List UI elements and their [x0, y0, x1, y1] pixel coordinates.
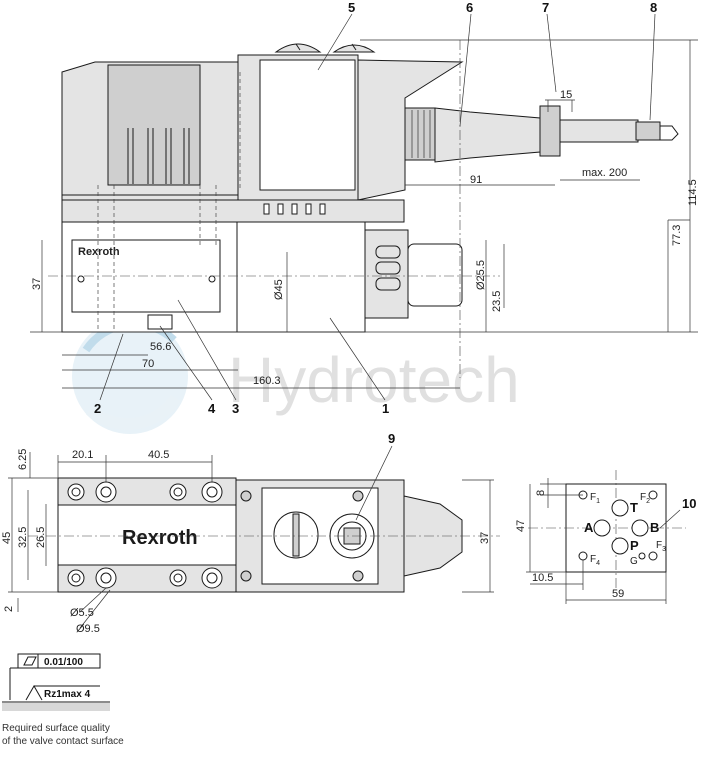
plug-screw — [147, 314, 173, 330]
port-a-label: A — [584, 520, 594, 535]
hidden-lines — [97, 72, 241, 330]
position-number-7: 7 — [542, 0, 549, 15]
dim-23-5: 23.5 — [491, 291, 503, 312]
position-number-5: 5 — [348, 0, 355, 15]
solenoid-nut — [364, 229, 409, 319]
housing-fins — [127, 128, 190, 184]
position-number-6: 6 — [466, 0, 473, 15]
position-number-10: 10 — [682, 496, 696, 511]
connector-plug — [404, 107, 436, 161]
watermark-text: Hydrotech — [228, 344, 520, 416]
leader-lines — [99, 13, 656, 401]
dim-56-6: 56.6 — [150, 341, 171, 353]
dim-d5-5: Ø5.5 — [70, 607, 94, 619]
contact-surface-hatch — [2, 703, 110, 711]
dim-20-1: 20.1 — [72, 449, 93, 461]
position-number-9: 9 — [388, 431, 395, 446]
position-number-3: 3 — [232, 401, 239, 416]
nut-ribs — [375, 245, 401, 291]
cable — [559, 119, 639, 143]
cap-screw-right — [332, 44, 376, 53]
solenoid-cap — [407, 243, 463, 307]
watermark: Hydrotech — [72, 318, 520, 434]
roughness-value: Rz1max 4 — [44, 689, 91, 700]
adjust-screw-slot — [292, 513, 300, 557]
dim-d45: Ø45 — [273, 279, 285, 300]
flatness-icon — [23, 656, 37, 666]
roughness-icon — [25, 684, 43, 701]
dim-32-5: 32.5 — [17, 527, 29, 548]
dim-45: 45 — [1, 532, 13, 544]
top-view: Rexroth — [30, 0, 699, 416]
cable-socket — [434, 107, 541, 163]
bottom-view: Rexroth — [1, 431, 500, 635]
dim-91: 91 — [470, 174, 482, 186]
dim-47: 47 — [515, 520, 527, 532]
dim-26-5: 26.5 — [35, 527, 47, 548]
position-number-8: 8 — [650, 0, 657, 15]
mounting-holes — [67, 481, 223, 589]
surface-quality-symbol: 0.01/100 Rz1max 4 — [2, 653, 110, 711]
port-f4-label: F4 — [590, 554, 600, 567]
surface-caption-line1: Required surface quality — [2, 723, 110, 734]
surface-caption: Required surface quality of the valve co… — [2, 722, 124, 748]
dim-59: 59 — [612, 588, 624, 600]
body-screws — [240, 490, 364, 582]
dim-15: 15 — [560, 89, 572, 101]
cable-tip — [660, 125, 679, 141]
base-brand: Rexroth — [122, 527, 198, 549]
dim-6-25: 6.25 — [17, 449, 29, 470]
nameplate-brand: Rexroth — [78, 246, 120, 258]
port-g-label: G — [630, 556, 638, 567]
dim-8: 8 — [535, 490, 547, 496]
dim-40-5: 40.5 — [148, 449, 169, 461]
top-dimension-lines — [30, 39, 698, 389]
port-t-label: T — [630, 500, 638, 515]
port-pattern-view: F1 F2 F3 F4 T A B P G 8 47 10.5 59 10 — [515, 470, 696, 604]
dim-2: 2 — [3, 606, 15, 612]
dim-77-3: 77.3 — [671, 225, 683, 246]
bottom-dimension-lines — [8, 445, 494, 629]
dim-37-top: 37 — [31, 278, 43, 290]
cable-gland — [539, 105, 561, 157]
port-b-label: B — [650, 520, 659, 535]
port-f3-label: F3 — [656, 540, 666, 553]
housing-fin-block — [107, 64, 201, 186]
connector-threads — [411, 110, 431, 158]
dim-37-bottom: 37 — [479, 532, 491, 544]
port-holes — [578, 490, 658, 561]
dim-70: 70 — [142, 358, 154, 370]
position-number-1: 1 — [382, 401, 389, 416]
surface-caption-line2: of the valve contact surface — [2, 736, 124, 747]
dim-114-5: 114.5 — [687, 179, 699, 206]
position-number-4: 4 — [208, 401, 216, 416]
flatness-value: 0.01/100 — [44, 657, 83, 668]
port-f2-label: F2 — [640, 492, 650, 505]
dim-160-3: 160.3 — [253, 375, 281, 387]
port-f1-label: F1 — [590, 492, 600, 505]
cover-panel — [259, 59, 356, 191]
port-dimension-lines — [526, 478, 681, 604]
cable-end — [635, 121, 661, 141]
solenoid-body — [236, 221, 366, 333]
valve-base — [61, 199, 405, 223]
position-number-2: 2 — [94, 401, 101, 416]
port-p-label: P — [630, 538, 639, 553]
dim-max200: max. 200 — [582, 167, 627, 179]
dim-d9-5: Ø9.5 — [76, 623, 100, 635]
dim-10-5: 10.5 — [532, 572, 553, 584]
cap-screw-left — [274, 43, 322, 53]
vent-slots — [263, 203, 326, 215]
dim-d25-5: Ø25.5 — [475, 260, 487, 290]
